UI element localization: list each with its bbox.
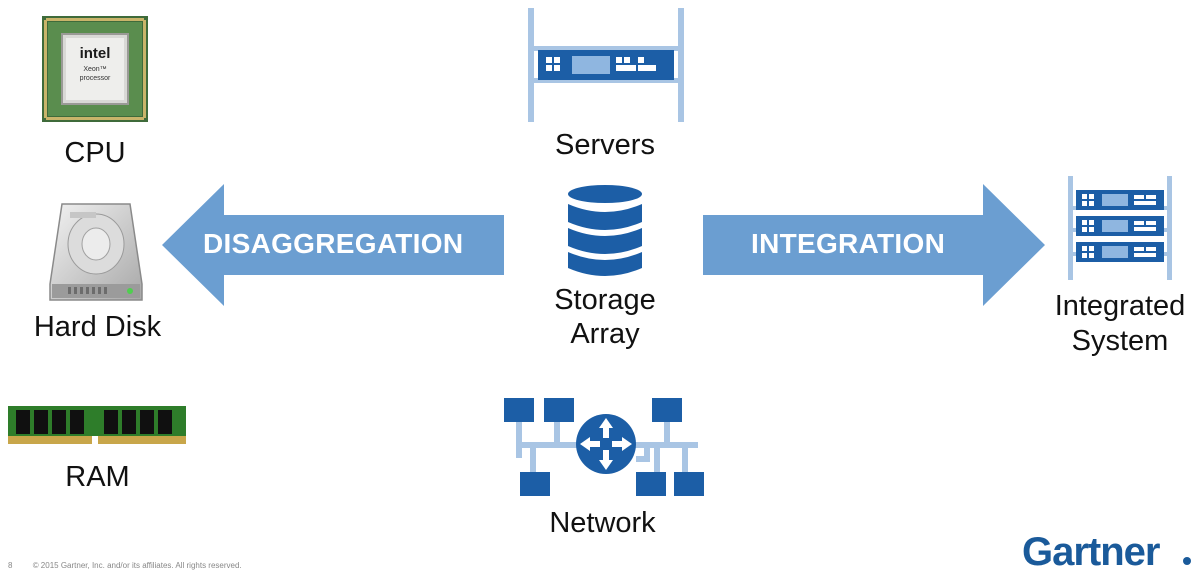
copyright-text: © 2015 Gartner, Inc. and/or its affiliat… [32, 561, 242, 570]
integration-arrow [703, 184, 1045, 306]
network-label: Network [549, 507, 656, 539]
gartner-logo-dot [1183, 557, 1191, 565]
footer: 8 © 2015 Gartner, Inc. and/or its affili… [8, 561, 260, 570]
chip-line-2: processor [80, 75, 111, 82]
storage-label-line2: Array [570, 318, 640, 350]
intel-logo-text: intel [80, 45, 111, 62]
cpu-chip-icon: intel Xeon™ processor [42, 16, 148, 122]
ram-label: RAM [65, 461, 130, 493]
integrated-label-line1: Integrated [1054, 290, 1186, 322]
integrated-label-line2: System [1071, 325, 1169, 357]
storage-label-line1: Storage [554, 284, 656, 316]
storage-database-icon [568, 185, 642, 276]
page-number: 8 [8, 561, 13, 570]
hard-disk-label: Hard Disk [33, 311, 162, 343]
chip-line-1: Xeon™ [83, 66, 106, 73]
integration-label: INTEGRATION [751, 228, 946, 259]
cpu-label: CPU [64, 137, 126, 169]
ram-module-icon [8, 406, 186, 446]
network-router-icon [504, 398, 704, 496]
disaggregation-arrow [162, 184, 504, 306]
server-rack-icon [528, 8, 684, 122]
hard-disk-icon [49, 203, 143, 301]
servers-label: Servers [555, 129, 655, 161]
disaggregation-label: DISAGGREGATION [203, 228, 464, 259]
integrated-system-rack-icon [1068, 176, 1172, 280]
gartner-logo: Gartner [1022, 530, 1160, 574]
